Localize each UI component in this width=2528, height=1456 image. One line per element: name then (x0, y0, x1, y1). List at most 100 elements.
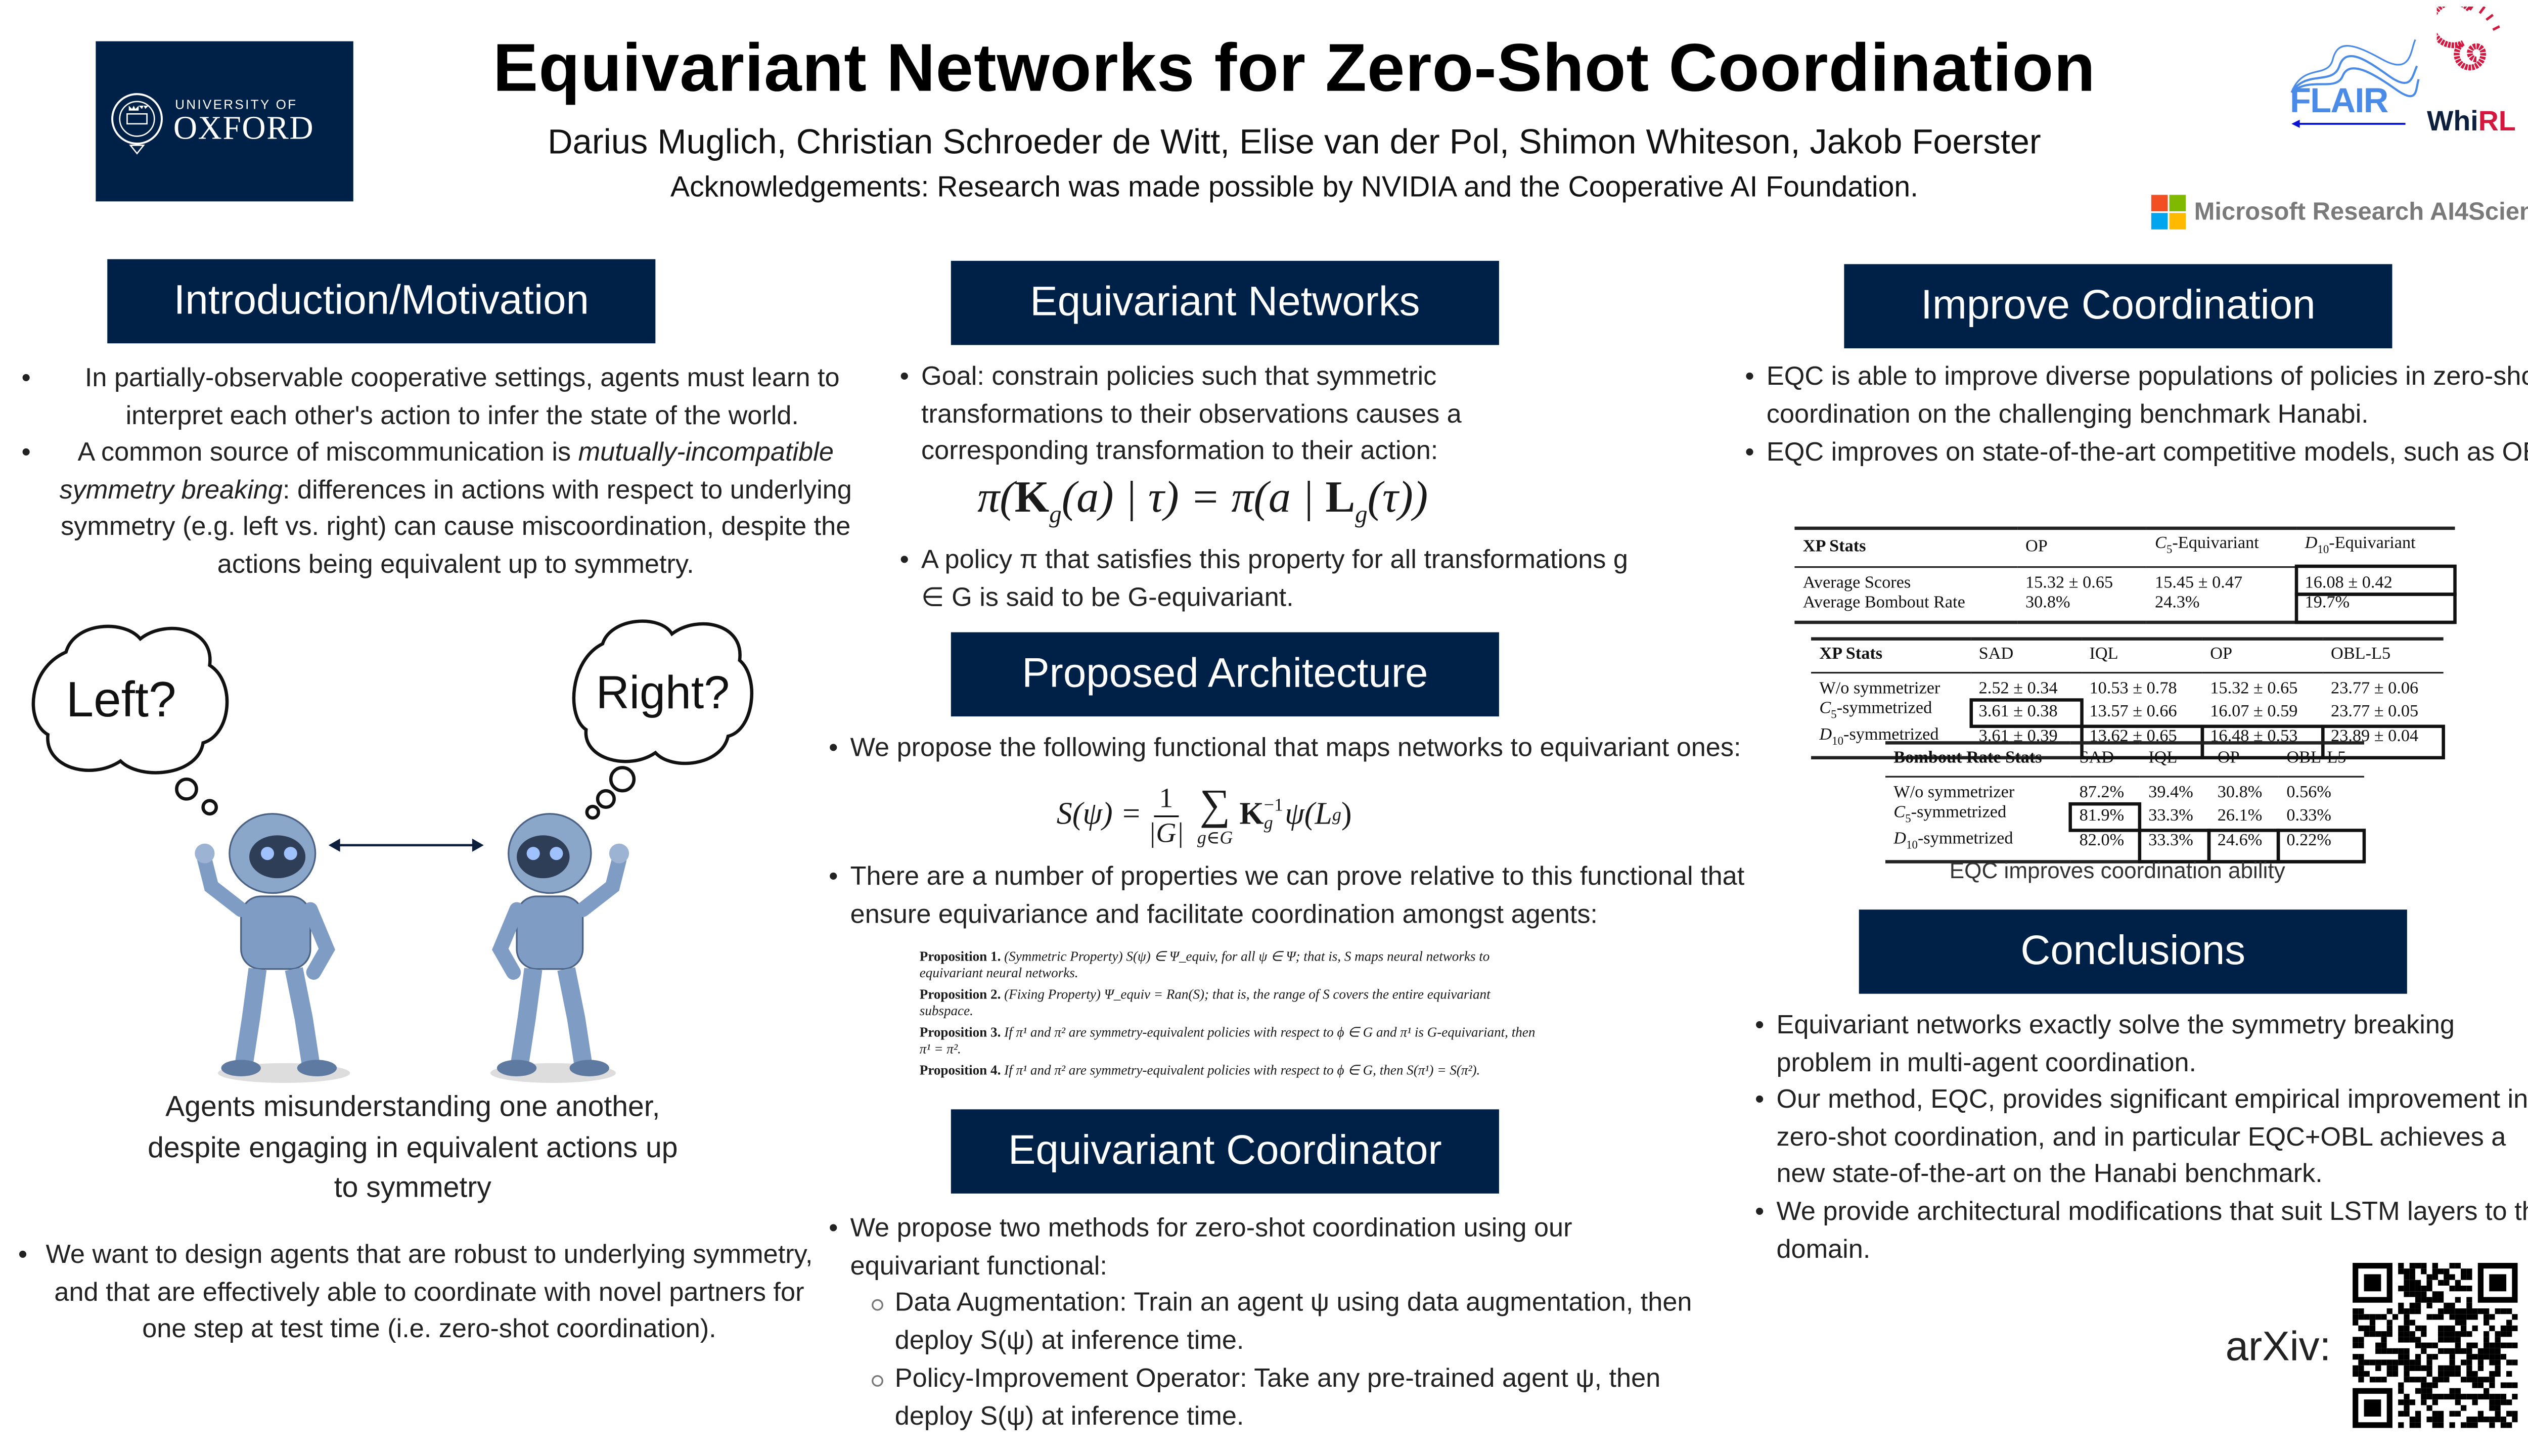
qr-module (2404, 1286, 2410, 1292)
table-cell: 30.8% (2217, 783, 2263, 802)
qr-module (2444, 1308, 2450, 1314)
table-cell: 10.53 ± 0.78 (2089, 679, 2177, 698)
qr-module (2415, 1308, 2421, 1314)
label-text: XP Stats (1802, 537, 1866, 556)
qr-module (2426, 1359, 2432, 1366)
qr-module (2512, 1382, 2518, 1388)
double-arrow-icon (328, 838, 484, 852)
qr-module (2484, 1320, 2490, 1326)
qr-module (2495, 1399, 2501, 1405)
qr-module (2484, 1331, 2490, 1337)
table-cell: 0.33% (2286, 806, 2331, 825)
qr-module (2432, 1399, 2438, 1405)
intro-bullet-2: •A common source of miscommunication is … (21, 436, 865, 585)
qr-module (2409, 1280, 2415, 1286)
section-header-proposed-architecture: Proposed Architecture (951, 632, 1499, 717)
qr-module (2466, 1393, 2472, 1400)
qr-module (2358, 1342, 2364, 1348)
qr-module (2472, 1371, 2478, 1377)
qr-module (2500, 1342, 2507, 1348)
proposition: Proposition 2. (Fixing Property) Ψ_equiv… (920, 987, 1539, 1020)
qr-module (2444, 1371, 2450, 1377)
table-cell: 16.07 ± 0.59 (2210, 702, 2298, 721)
qr-module (2426, 1342, 2432, 1348)
coordinator-bullet-1-text: We propose two methods for zero-shot coo… (850, 1215, 1572, 1281)
qr-module (2444, 1280, 2450, 1286)
qr-module (2449, 1422, 2455, 1428)
qr-module (2404, 1405, 2410, 1411)
qr-module (2415, 1280, 2421, 1286)
qr-module (2489, 1314, 2495, 1320)
qr-module (2461, 1268, 2467, 1275)
qr-module (2472, 1393, 2478, 1400)
bullet-dot: • (899, 363, 909, 391)
qr-module (2506, 1422, 2512, 1428)
qr-module (2477, 1382, 2484, 1388)
qr-module (2484, 1314, 2490, 1320)
qr-module (2495, 1416, 2501, 1423)
label-text: IQL (2148, 749, 2178, 768)
qr-module (2398, 1399, 2404, 1405)
qr-module (2455, 1262, 2461, 1269)
label-text: Bombout Rate Stats (1893, 749, 2042, 768)
qr-module (2455, 1388, 2461, 1394)
qr-finder (2364, 1399, 2381, 1417)
row-label: W/o symmetrizer (1811, 672, 1970, 700)
qr-module (2437, 1308, 2444, 1314)
equivariant-bullet-1: •Goal: constrain policies such that symm… (900, 360, 1499, 472)
qr-module (2466, 1371, 2472, 1377)
qr-module (2409, 1302, 2415, 1309)
qr-module (2477, 1416, 2484, 1423)
qr-module (2415, 1337, 2421, 1343)
qr-finder (2489, 1274, 2507, 1292)
qr-module (2489, 1359, 2495, 1366)
qr-module (2358, 1377, 2364, 1383)
qr-module (2506, 1342, 2512, 1348)
whirl-logo: WhiRL (2423, 7, 2528, 142)
qr-module (2404, 1274, 2410, 1280)
eq-part: K (1239, 797, 1264, 832)
qr-module (2461, 1348, 2467, 1354)
qr-module (2449, 1337, 2455, 1343)
qr-module (2415, 1291, 2421, 1297)
flair-text: FLAIR (2289, 82, 2388, 121)
qr-module (2495, 1331, 2501, 1337)
qr-module (2426, 1405, 2432, 1411)
qr-module (2437, 1348, 2444, 1354)
qr-module (2455, 1348, 2461, 1354)
qr-module (2449, 1348, 2455, 1354)
qr-module (2432, 1297, 2438, 1303)
qr-module (2449, 1262, 2455, 1269)
qr-module (2466, 1416, 2472, 1423)
qr-module (2386, 1371, 2392, 1377)
qr-module (2472, 1416, 2478, 1423)
bullet-dot: • (899, 546, 909, 575)
qr-module (2398, 1348, 2404, 1354)
qr-module (2489, 1348, 2495, 1354)
qr-module (2409, 1365, 2415, 1371)
table-header-cell: OP (2201, 639, 2323, 673)
qr-module (2461, 1405, 2467, 1411)
qr-module (2398, 1410, 2404, 1417)
qr-module (2484, 1393, 2490, 1400)
qr-module (2426, 1371, 2432, 1377)
qr-module (2455, 1286, 2461, 1292)
qr-module (2415, 1302, 2421, 1309)
qr-module (2489, 1405, 2495, 1411)
qr-module (2404, 1308, 2410, 1314)
qr-module (2449, 1314, 2455, 1320)
qr-module (2432, 1342, 2438, 1348)
qr-module (2444, 1377, 2450, 1383)
qr-module (2386, 1348, 2392, 1354)
bullet-dot: • (1745, 439, 1754, 468)
qr-module (2426, 1388, 2432, 1394)
label-subscript: 5 (1905, 812, 1911, 826)
arxiv-qr-code[interactable] (2353, 1262, 2518, 1428)
qr-module (2426, 1354, 2432, 1360)
qr-module (2426, 1393, 2432, 1400)
qr-module (2466, 1268, 2472, 1275)
coordinator-sub-bullet-1-text: Data Augmentation: Train an agent ψ usin… (894, 1289, 1692, 1355)
eq-part: 1 (1154, 782, 1179, 816)
